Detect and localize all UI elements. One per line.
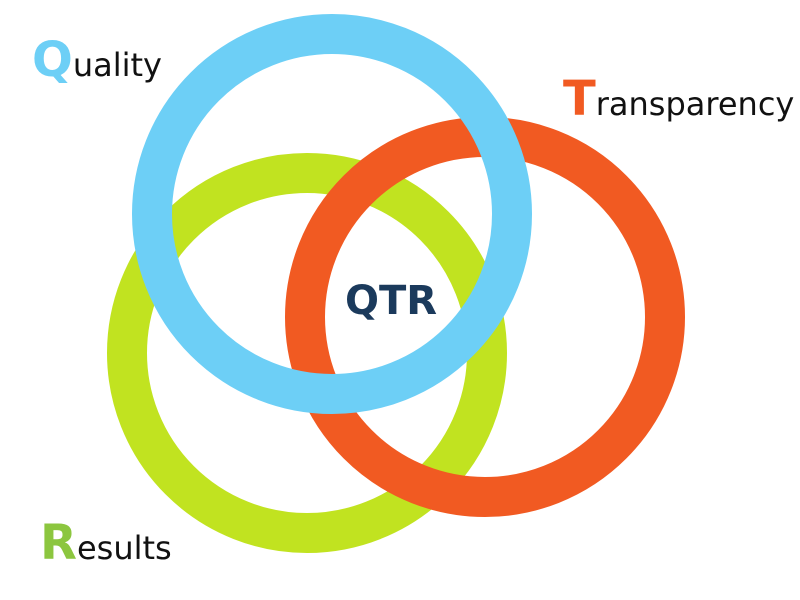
center-label: QTR <box>345 278 437 324</box>
label-quality-initial: Q <box>32 32 73 88</box>
label-results-rest: esults <box>76 529 172 567</box>
ring-quality <box>132 14 532 414</box>
ring-results <box>107 153 507 553</box>
label-quality-rest: uality <box>72 46 162 84</box>
label-transparency-rest: ransparency <box>595 85 795 123</box>
label-results-initial: R <box>40 515 77 571</box>
label-transparency: Transparency <box>563 75 794 123</box>
label-transparency-initial: T <box>563 71 596 127</box>
label-quality: Quality <box>32 36 162 84</box>
label-results: Results <box>40 519 172 567</box>
